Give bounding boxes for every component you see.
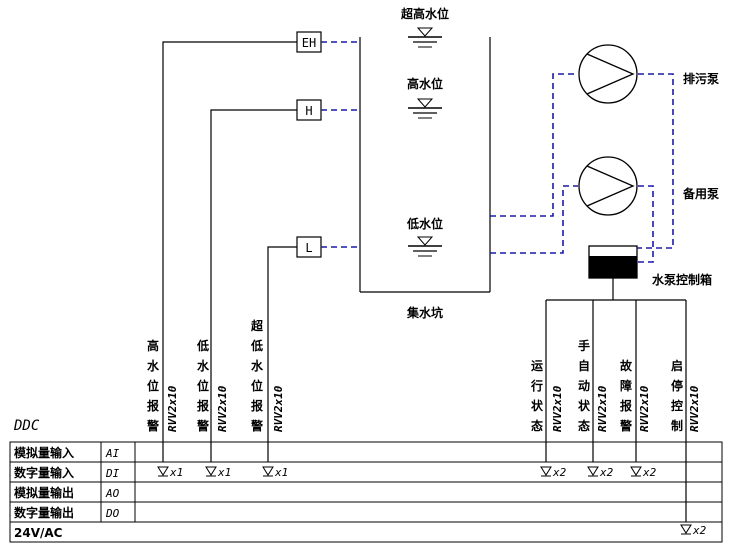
io-point-marker: x2 [680,524,707,537]
signal-label-super-low-alarm: 超低水位报警 [250,318,264,433]
io-count: x2 [642,466,657,479]
sensor-wires [162,41,297,462]
ddc-markers: x1 x1 x1 x2 x2 x2 x2 [157,466,707,537]
ddc-row-code: AO [105,487,120,500]
ddc-row-code: DO [105,507,120,520]
drain-pump [578,44,638,104]
ddc-row-name: 模拟量输入 [14,445,74,460]
sump-label: 集水坑 [406,305,443,320]
high-level-symbol: 高水位 [407,76,443,119]
io-point-marker: x2 [587,466,614,479]
cable-label: RVV2x10 [551,385,564,432]
standby-pump [578,156,638,216]
sensor-box-high-label: H [305,104,312,118]
pump-control-box-label: 水泵控制箱 [652,272,712,287]
ddc-row-name: 数字量输出 [14,505,74,520]
sensor-box-high: H [296,99,322,121]
left-signal-labels: 高水位报警 低水位报警 超低水位报警 [146,318,264,433]
super-high-level-label: 超高水位 [400,6,449,21]
ddc-table [9,441,723,543]
signal-label-manual-auto-status: 手自动状态 [578,338,591,433]
ddc-row-name: 24V/AC [14,526,63,540]
cable-label: RVV2x10 [596,385,609,432]
high-level-label: 高水位 [407,76,443,91]
cable-label: RVV2x10 [638,385,651,432]
sensor-box-low-label: L [305,241,312,255]
io-count: x2 [552,466,567,479]
cable-label: RVV2x10 [166,385,179,432]
control-bus [545,278,687,522]
pump-links [490,73,674,263]
io-point-marker: x1 [262,466,288,479]
io-count: x2 [692,524,707,537]
sump-tank [359,37,491,293]
io-count: x1 [274,466,288,479]
sensor-box-super-high: EH [296,31,322,53]
ddc-row-name: 模拟量输出 [14,485,74,500]
cable-label: RVV2x10 [272,385,285,432]
low-level-symbol: 低水位 [406,216,443,257]
ddc-row-name: 数字量输入 [14,465,74,480]
sensor-links [321,41,360,248]
low-level-label: 低水位 [406,216,443,231]
cable-label: RVV2x10 [216,385,229,432]
pump-control-box [588,245,638,279]
io-count: x1 [217,466,231,479]
super-high-level-symbol: 超高水位 [400,6,449,48]
signal-label-fault-alarm: 故障报警 [619,358,633,433]
ddc-title: DDC [13,418,40,434]
io-count: x2 [599,466,614,479]
signal-label-super-high-alarm: 高水位报警 [146,338,160,433]
signal-label-run-status: 运行状态 [530,359,544,433]
cable-label: RVV2x10 [688,385,701,432]
signal-label-low-level-alarm: 低水位报警 [196,338,210,433]
ddc-rows: 模拟量输入 AI 数字量输入 DI 模拟量输出 AO 数字量输出 DO 24V/AC [14,445,120,540]
sensor-box-low: L [296,236,322,258]
drain-pump-label: 排污泵 [683,71,719,86]
ddc-row-code: DI [105,467,120,480]
cable-labels: RVV2x10 RVV2x10 RVV2x10 RVV2x10 RVV2x10 RVV2x… [166,385,701,432]
ddc-row-code: AI [105,447,120,460]
io-count: x1 [169,466,183,479]
io-point-marker: x2 [540,466,567,479]
io-point-marker: x2 [630,466,657,479]
io-point-marker: x1 [205,466,231,479]
signal-label-start-stop-control: 启停控制 [671,358,683,433]
io-point-marker: x1 [157,466,183,479]
standby-pump-label: 备用泵 [682,186,719,201]
sensor-box-super-high-label: EH [302,36,316,50]
right-signal-labels: 运行状态 手自动状态 故障报警 启停控制 [530,338,683,433]
